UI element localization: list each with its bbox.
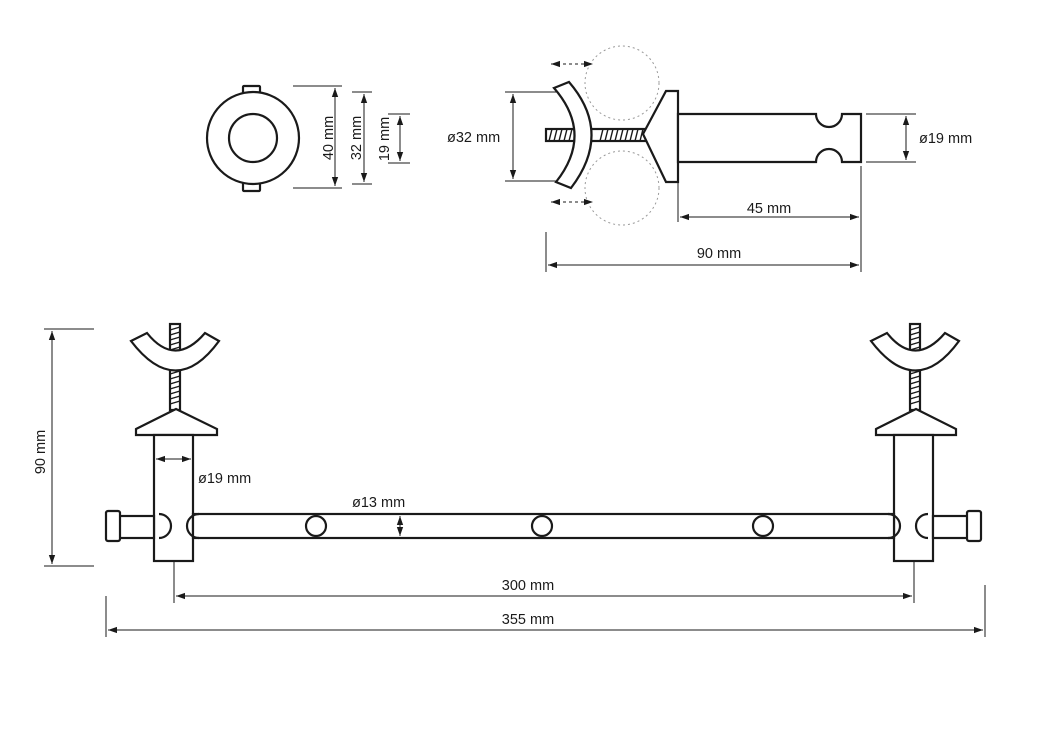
front-view-dim-300: 300 mm — [173, 562, 915, 603]
front-view-height-label: 90 mm — [33, 430, 49, 474]
rail — [158, 512, 929, 540]
side-view-dim-32: ø32 mm — [447, 91, 557, 182]
front-view-length-label: 355 mm — [502, 612, 554, 628]
side-view-dim-19: ø19 mm — [866, 113, 972, 163]
end-view-post-label: 19 mm — [377, 117, 393, 161]
end-view-part — [205, 84, 301, 193]
front-view-center-label: 300 mm — [502, 578, 554, 594]
end-view: 40 mm 32 mm 19 mm — [205, 84, 410, 193]
side-view-depth-label: 90 mm — [697, 246, 741, 262]
side-view-post-label: ø19 mm — [919, 131, 972, 147]
end-view-dim-19: 19 mm — [377, 113, 410, 164]
side-view-clamp-label: ø32 mm — [447, 130, 500, 146]
side-thread — [548, 128, 644, 142]
front-view-dim-13: ø13 mm — [352, 495, 405, 536]
end-view-outer-label: 40 mm — [321, 116, 337, 160]
front-view: 90 mm ø19 mm ø13 mm 300 mm 355 mm — [33, 322, 986, 637]
side-view-part — [544, 80, 863, 190]
right-thread — [909, 326, 921, 405]
side-view-length-label: 45 mm — [747, 201, 791, 217]
front-view-post-label: ø19 mm — [198, 471, 251, 487]
front-view-rail-label: ø13 mm — [352, 495, 405, 511]
front-view-dim-19: ø19 mm — [156, 455, 251, 487]
left-thread — [169, 326, 181, 405]
front-view-dim-355: 355 mm — [105, 585, 986, 637]
end-view-dim-32: 32 mm — [349, 91, 372, 185]
left-support — [104, 322, 221, 563]
right-support — [869, 322, 983, 563]
end-view-dim-40: 40 mm — [293, 85, 342, 189]
front-view-dim-90: 90 mm — [33, 328, 94, 567]
side-view-dim-90: 90 mm — [545, 232, 859, 272]
side-view: ø32 mm ø19 mm 45 mm 90 mm — [447, 45, 972, 272]
side-view-dim-45: 45 mm — [677, 166, 862, 272]
end-view-rosette-label: 32 mm — [349, 116, 365, 160]
